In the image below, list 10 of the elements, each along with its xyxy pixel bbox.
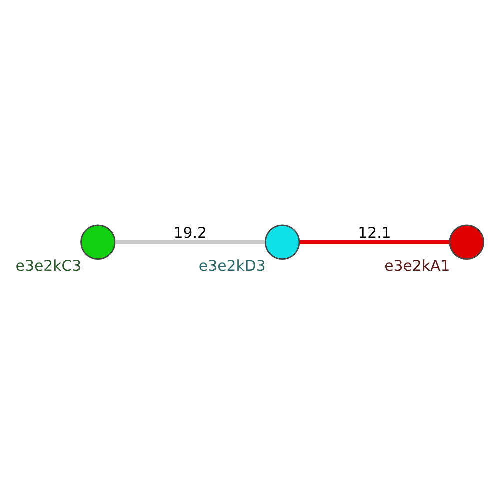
node-circle <box>80 224 116 260</box>
edge-label: 12.1 <box>358 224 392 242</box>
node-circle <box>449 224 485 260</box>
node-label: e3e2kA1 <box>384 256 450 275</box>
node-label: e3e2kC3 <box>16 256 82 275</box>
connector <box>116 240 266 244</box>
connector <box>300 240 450 244</box>
node-label: e3e2kD3 <box>198 256 266 275</box>
node-circle <box>264 224 300 260</box>
edge-label: 19.2 <box>174 224 207 242</box>
